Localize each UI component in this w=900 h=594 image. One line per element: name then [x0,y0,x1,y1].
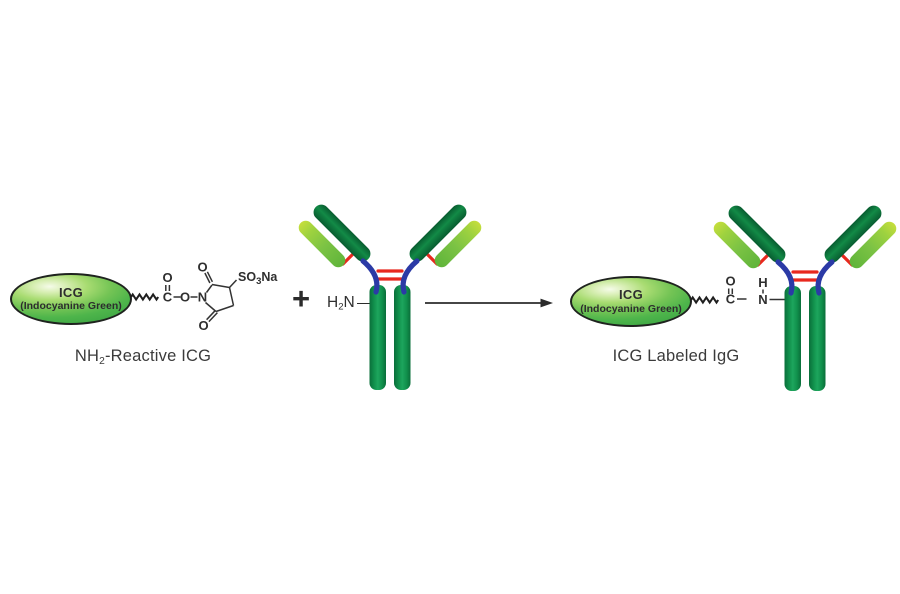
amine-group-label: H2N [327,294,371,313]
double-bond [206,271,214,283]
atom-n: N [758,292,767,307]
double-bond [206,310,216,321]
squiggle-linker [130,292,160,302]
caption-icg-labeled-igg: ICG Labeled IgG [612,347,740,365]
double-bond [208,312,218,323]
atom-c: C [163,290,173,305]
atom-o: O [162,270,172,285]
atom-h: H [758,275,767,290]
atom-o: O [198,318,208,333]
squiggle-linker [690,295,720,305]
caption-nh2-reactive-icg: NH2-Reactive ICG [74,347,212,367]
double-bond [204,272,211,284]
ring-bond [205,284,213,293]
atom-o: O [725,274,735,289]
plus-sign: + [291,281,311,316]
reaction-arrow [425,298,553,308]
atom-n: N [198,290,207,305]
ring-bond [211,283,230,289]
ring-bond [228,287,235,306]
atom-o: O [197,260,207,275]
sulfo-group-label: SO3Na [238,270,278,287]
ring-bond [215,304,234,313]
amine-text: H2N [327,294,355,313]
atom-o: O [180,290,190,305]
icg-dye-badge-left: ICG (Indocyanine Green) [10,273,132,325]
icg-dye-fullname: (Indocyanine Green) [580,302,682,315]
atom-c: C [726,292,736,307]
icg-dye-name: ICG [618,287,643,302]
amide-linkage-structure: O C H N [690,274,786,307]
bond-line [356,303,371,304]
ring-bond [205,301,217,313]
icg-dye-fullname: (Indocyanine Green) [20,300,122,313]
icg-dye-name: ICG [58,284,83,300]
arrow-head [540,298,553,308]
icg-dye-badge-right: ICG (Indocyanine Green) [570,276,692,327]
single-bond [228,279,238,289]
nhs-ester-structure: O C O N O O SO3Na [130,260,278,333]
